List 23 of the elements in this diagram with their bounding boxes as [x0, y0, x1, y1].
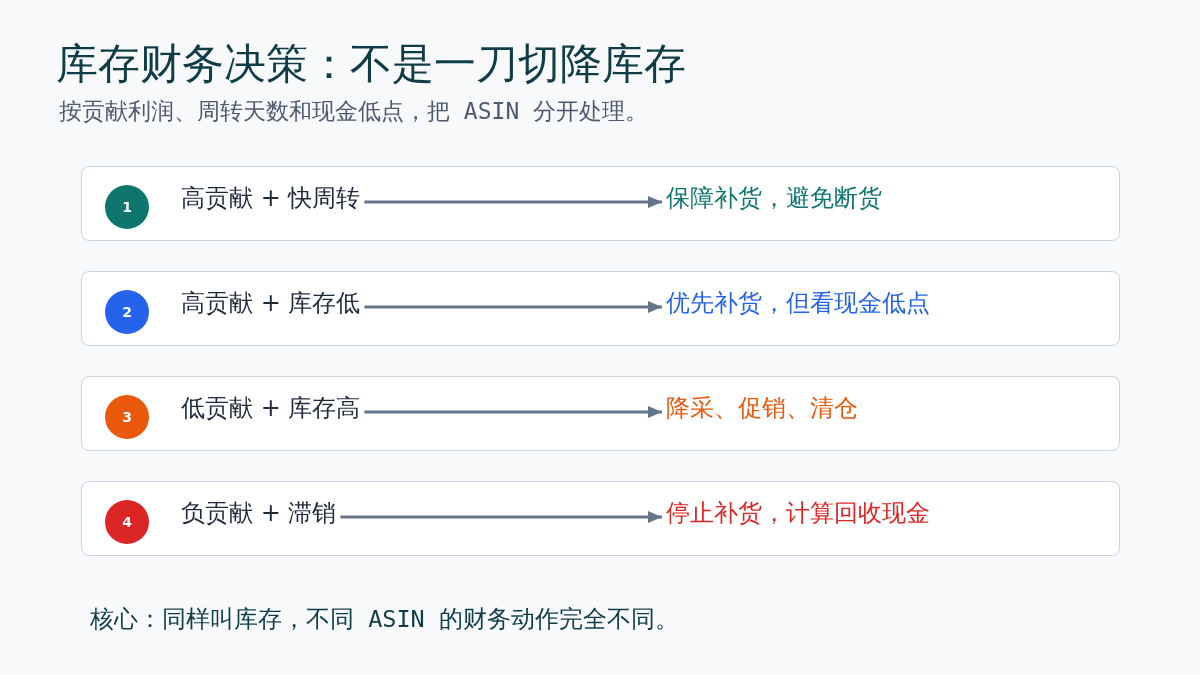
arrow: [364, 301, 662, 313]
note-text: 核心：同样叫库存，不同 ASIN 的财务动作完全不同。: [90, 605, 679, 633]
title: 库存财务决策：不是一刀切降库存: [56, 40, 686, 88]
action-text: 保障补货，避免断货: [666, 184, 882, 212]
number-badge: 4: [105, 500, 149, 544]
condition-text: 负贡献 + 滞销: [181, 499, 337, 527]
row-box: [81, 166, 1120, 241]
number-badge: 1: [105, 185, 149, 229]
action-text: 停止补货，计算回收现金: [666, 499, 930, 527]
condition-text: 高贡献 + 库存低: [181, 289, 361, 317]
number-badge: 2: [105, 290, 149, 334]
condition-text: 高贡献 + 快周转: [181, 184, 361, 212]
arrow: [364, 196, 662, 208]
arrow: [364, 406, 662, 418]
subtitle: 按贡献利润、周转天数和现金低点，把 ASIN 分开处理。: [59, 97, 649, 125]
arrow: [340, 511, 662, 523]
condition-text: 低贡献 + 库存高: [181, 394, 361, 422]
number-badge: 3: [105, 395, 149, 439]
row-box: [81, 271, 1120, 346]
row-box: [81, 376, 1120, 451]
action-text: 优先补货，但看现金低点: [666, 289, 930, 317]
row-box: [81, 481, 1120, 556]
action-text: 降采、促销、清仓: [666, 394, 858, 422]
